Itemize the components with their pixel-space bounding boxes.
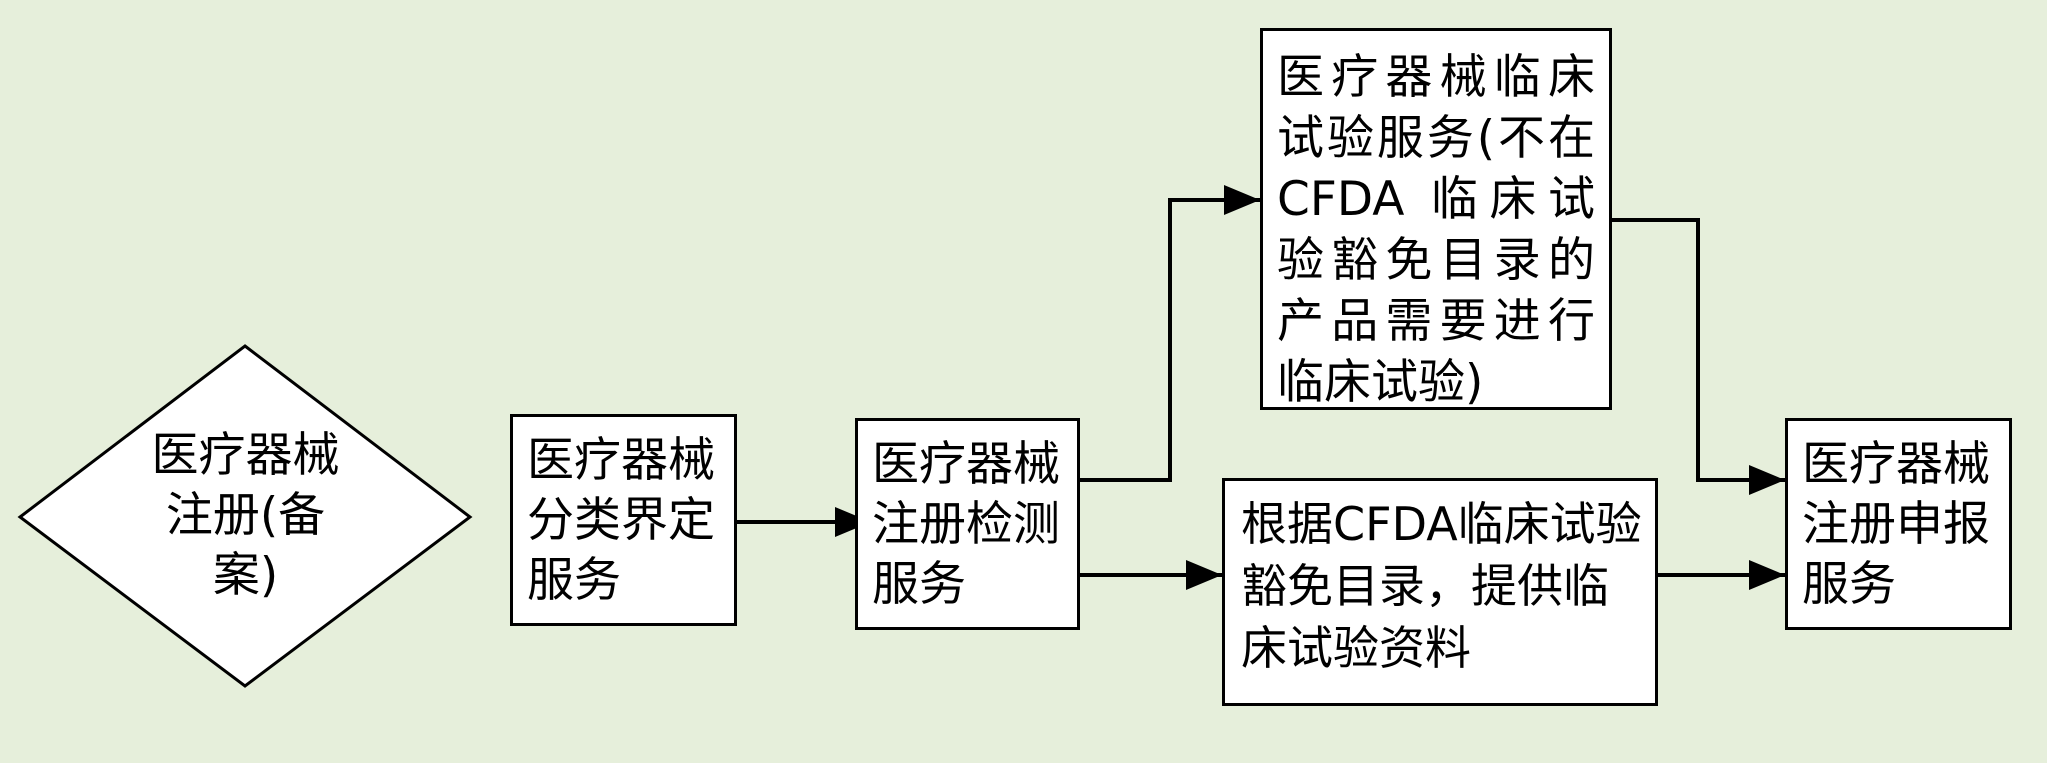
edge-clinical-trial-to-application bbox=[1612, 218, 1785, 495]
node-testing: 医疗器械注册检测服务 bbox=[855, 418, 1080, 630]
node-exemption-docs: 根据CFDA临床试验豁免目录，提供临床试验资料 bbox=[1222, 478, 1658, 706]
node-clinical-trial: 医疗器械临床试验服务(不在CFDA 临床试验豁免目录的产品需要进行临床试验) bbox=[1260, 28, 1612, 410]
node-classification: 医疗器械分类界定服务 bbox=[510, 414, 737, 626]
edge-testing-to-clinical-trial bbox=[1080, 185, 1260, 482]
decision-diamond bbox=[17, 344, 473, 688]
node-registration-filing-label: 医疗器械注册(备案) bbox=[151, 428, 340, 603]
node-registration-application: 医疗器械注册申报服务 bbox=[1785, 418, 2012, 630]
